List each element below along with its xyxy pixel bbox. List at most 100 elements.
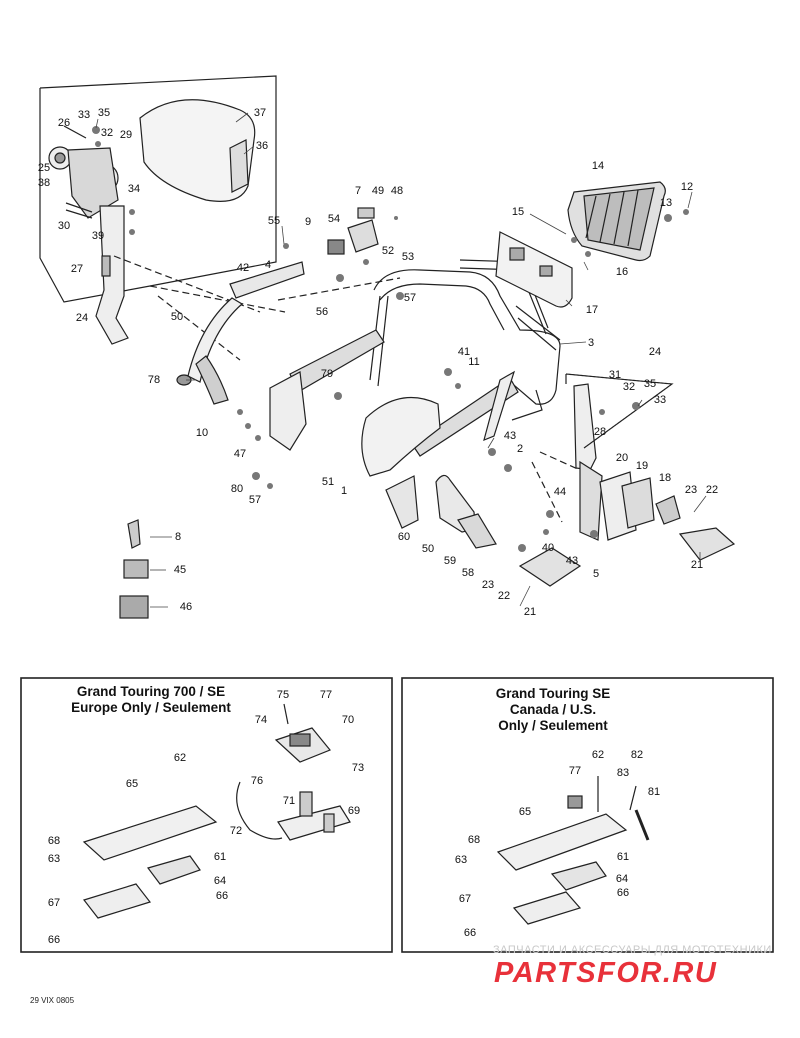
callout-49: 49: [371, 185, 385, 197]
callout-e66a: 66: [215, 890, 229, 902]
callout-55: 55: [267, 215, 281, 227]
callout-44: 44: [553, 486, 567, 498]
drawing-code: 29 VIX 0805: [30, 996, 75, 1005]
center-cushion: [361, 397, 441, 477]
callout-60: 60: [397, 531, 411, 543]
callout-k65: 65: [518, 806, 532, 818]
callout-k77: 77: [568, 765, 582, 777]
callout-19: 19: [635, 460, 649, 472]
callout-50: 50: [170, 311, 184, 323]
callout-k82: 82: [630, 749, 644, 761]
callout-e66b: 66: [47, 934, 61, 946]
callout-28: 28: [593, 426, 607, 438]
callout-20: 20: [615, 452, 629, 464]
callout-k66a: 66: [616, 887, 630, 899]
callout-e75: 75: [276, 689, 290, 701]
grab-bar: [229, 261, 305, 299]
callout-25: 25: [37, 162, 51, 174]
callout-31: 31: [608, 369, 622, 381]
callout-e62: 62: [173, 752, 187, 764]
callout-42: 42: [236, 262, 250, 274]
callout-47: 47: [233, 448, 247, 460]
callout-21b: 21: [523, 606, 537, 618]
callout-22b: 22: [497, 590, 511, 602]
switch-assembly: [347, 219, 379, 253]
callout-e68: 68: [47, 835, 61, 847]
callout-32: 32: [100, 127, 114, 139]
callout-36: 36: [255, 140, 269, 152]
callout-e69: 69: [347, 805, 361, 817]
callout-35b: 35: [643, 378, 657, 390]
canada-base-plate: [496, 813, 628, 871]
callout-33: 33: [77, 109, 91, 121]
callout-18: 18: [658, 472, 672, 484]
callout-12: 12: [680, 181, 694, 193]
europe-box-title: Grand Touring 700 / SE Europe Only / Seu…: [21, 684, 281, 716]
callout-10: 10: [195, 427, 209, 439]
callout-14: 14: [591, 160, 605, 172]
callout-38: 38: [37, 177, 51, 189]
callout-e76: 76: [250, 775, 264, 787]
callout-27: 27: [70, 263, 84, 275]
callout-51: 51: [321, 476, 335, 488]
right-side-bracket: [573, 383, 597, 471]
europe-base-plate: [82, 805, 218, 861]
foot-plate-left: [518, 547, 582, 587]
connector-45: [123, 559, 149, 579]
callout-k64: 64: [615, 873, 629, 885]
callout-e71: 71: [282, 795, 296, 807]
callout-59: 59: [443, 555, 457, 567]
callout-23: 23: [684, 484, 698, 496]
callout-15: 15: [511, 206, 525, 218]
callout-24: 24: [75, 312, 89, 324]
backrest-pad: [139, 99, 256, 202]
callout-79: 79: [320, 368, 334, 380]
callout-43: 43: [503, 430, 517, 442]
callout-26: 26: [57, 117, 71, 129]
callout-e61: 61: [213, 851, 227, 863]
callout-40: 40: [541, 542, 555, 554]
backrest-support-arm: [95, 205, 129, 345]
callout-53: 53: [401, 251, 415, 263]
callout-k63: 63: [454, 854, 468, 866]
callout-k62: 62: [591, 749, 605, 761]
callout-56: 56: [315, 306, 329, 318]
callout-23b: 23: [481, 579, 495, 591]
callout-k81: 81: [647, 786, 661, 798]
callout-17: 17: [585, 304, 599, 316]
callout-e70: 70: [341, 714, 355, 726]
callout-2: 2: [516, 443, 524, 455]
callout-k68: 68: [467, 834, 481, 846]
callout-k83: 83: [616, 767, 630, 779]
callout-1: 1: [340, 485, 348, 497]
callout-11: 11: [468, 356, 480, 368]
callout-22: 22: [705, 484, 719, 496]
callout-21: 21: [690, 559, 704, 571]
callout-37: 37: [253, 107, 267, 119]
callout-e65: 65: [125, 778, 139, 790]
callout-35: 35: [97, 107, 111, 119]
callout-78: 78: [147, 374, 161, 386]
callout-39: 39: [91, 230, 105, 242]
canada-box-title-line1: Grand Touring SE: [495, 686, 611, 701]
callout-7: 7: [354, 185, 362, 197]
callout-52: 52: [381, 245, 395, 257]
callout-e73: 73: [351, 762, 365, 774]
callout-e77: 77: [319, 689, 333, 701]
canada-box-frame: [401, 677, 774, 953]
callout-3: 3: [587, 337, 595, 349]
watermark-logo[interactable]: PARTSFOR.RU: [494, 957, 718, 989]
callout-e74: 74: [254, 714, 268, 726]
callout-9: 9: [304, 216, 312, 228]
europe-box-frame: [20, 677, 393, 953]
callout-57b: 57: [248, 494, 262, 506]
callout-46: 46: [179, 601, 193, 613]
europe-box-title-line1: Grand Touring 700 / SE: [76, 684, 226, 699]
callout-33b: 33: [653, 394, 667, 406]
callout-k67: 67: [458, 893, 472, 905]
license-plate-holder: [495, 231, 573, 308]
callout-16: 16: [615, 266, 629, 278]
callout-41: 41: [457, 346, 471, 358]
callout-43b: 43: [565, 555, 579, 567]
